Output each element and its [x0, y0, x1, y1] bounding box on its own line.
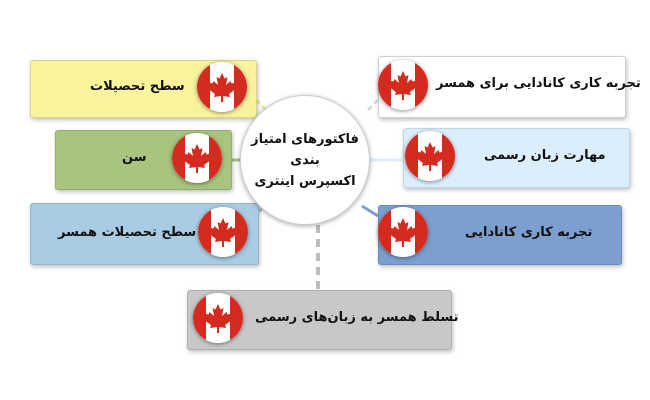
canada-flag-icon — [405, 131, 455, 181]
canada-flag-icon — [197, 62, 247, 112]
center-title-circle: فاکتورهای امتیاز بندی اکسپرس اینتری — [240, 95, 370, 225]
factor-label-official-language: مهارت زبان رسمی — [484, 148, 606, 163]
factor-label-canadian-work: تجربه کاری کانادایی — [465, 225, 593, 240]
canada-flag-icon — [198, 207, 248, 257]
center-title-line1: فاکتورهای امتیاز بندی — [251, 131, 359, 168]
factor-label-spouse-canadian-work: تجربه کاری کانادایی برای همسر — [436, 76, 641, 91]
factor-label-age: سن — [122, 150, 147, 165]
factor-label-spouse-language: تسلط همسر به زبان‌های رسمی — [255, 310, 459, 325]
factor-label-education: سطح تحصیلات — [90, 79, 185, 94]
canada-flag-icon — [378, 207, 428, 257]
canada-flag-icon — [378, 60, 428, 110]
canada-flag-icon — [172, 133, 222, 183]
factor-label-spouse-education: سطح تحصیلات همسر — [58, 225, 197, 240]
center-title-line2: اکسپرس اینتری — [254, 173, 356, 189]
canada-flag-icon — [193, 293, 243, 343]
